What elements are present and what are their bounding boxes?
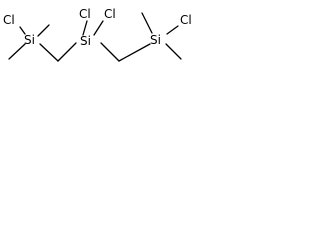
bond-ch2-si-center-left (57, 42, 77, 62)
atom-si-right: Si (150, 33, 161, 47)
atom-si-left: Si (24, 33, 35, 47)
atom-cl-center-2: Cl (104, 7, 116, 21)
structure-diagram: Cl Si Cl Cl Si Si Cl (3, 7, 192, 62)
bond-si-left-methyl-up (37, 24, 50, 37)
bond-si-right-methyl-down (165, 43, 182, 60)
bond-si-left-ch2 (39, 43, 59, 62)
bond-si-right-cl (166, 25, 179, 35)
atom-labels: Cl Si Cl Cl Si Si Cl (3, 7, 192, 48)
bond-ch2-si-right (118, 43, 151, 62)
bond-si-left-cl (19, 26, 26, 35)
bond-si-center-cl-1 (82, 20, 88, 36)
atom-cl-center-1: Cl (79, 7, 91, 21)
atom-cl-left: Cl (3, 13, 15, 27)
atom-cl-right: Cl (180, 13, 192, 27)
bond-si-center-cl-2 (93, 20, 104, 36)
bond-si-right-methyl-up (141, 12, 153, 34)
bond-si-left-methyl (8, 43, 26, 60)
atom-si-center: Si (80, 34, 91, 48)
bonds (8, 12, 182, 62)
bond-si-center-ch2-right (100, 42, 120, 62)
